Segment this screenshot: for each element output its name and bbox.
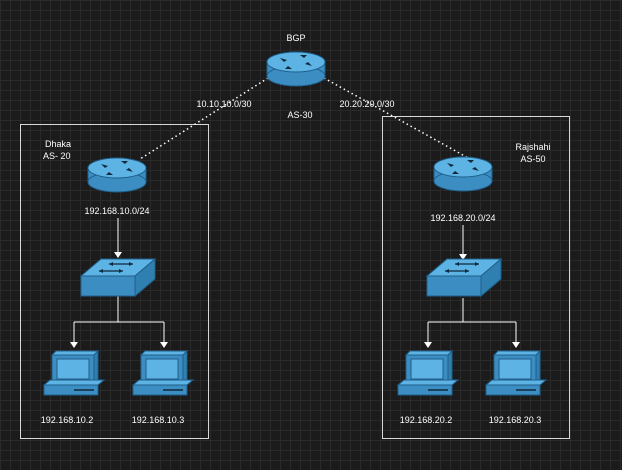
bgp-title: BGP [286, 33, 305, 43]
dhaka-as-label: AS- 20 [43, 151, 71, 161]
rajshahi-pc2-arrow [512, 342, 520, 348]
dhaka-pc1-arrow [70, 342, 78, 348]
dhaka-router-icon[interactable] [87, 157, 147, 193]
rajshahi-switch-icon[interactable] [426, 258, 502, 297]
bgp-link-right[interactable] [323, 77, 471, 160]
dhaka-router-switch-arrow [114, 252, 122, 258]
bgp-as-label: AS-30 [287, 110, 312, 120]
left-link-subnet: 10.10.10.0/30 [196, 99, 251, 109]
rajshahi-site-boundary [382, 116, 570, 439]
rajshahi-pc2-icon[interactable] [485, 350, 547, 396]
dhaka-switch-icon[interactable] [80, 258, 156, 297]
rajshahi-as-label: AS-50 [520, 154, 545, 164]
dhaka-switch-pc-links[interactable] [73, 296, 165, 344]
dhaka-pc1-ip: 192.168.10.2 [41, 415, 94, 425]
rajshahi-router-icon[interactable] [433, 156, 493, 192]
rajshahi-lan-subnet: 192.168.20.0/24 [430, 213, 495, 223]
rajshahi-router-switch-arrow [459, 254, 467, 260]
dhaka-pc2-icon[interactable] [132, 350, 194, 396]
right-link-subnet: 20.20.20.0/30 [339, 99, 394, 109]
dhaka-pc2-arrow [160, 342, 168, 348]
rajshahi-site-name: Rajshahi [515, 142, 550, 152]
dhaka-lan-subnet: 192.168.10.0/24 [84, 206, 149, 216]
rajshahi-pc1-ip: 192.168.20.2 [400, 415, 453, 425]
dhaka-site-boundary [20, 124, 209, 439]
dhaka-site-name: Dhaka [45, 139, 71, 149]
rajshahi-switch-pc-links[interactable] [427, 298, 517, 344]
dhaka-pc2-ip: 192.168.10.3 [132, 415, 185, 425]
bgp-router-icon[interactable] [266, 51, 326, 87]
rajshahi-pc1-icon[interactable] [397, 350, 459, 396]
dhaka-pc1-icon[interactable] [43, 350, 105, 396]
rajshahi-pc2-ip: 192.168.20.3 [489, 415, 542, 425]
bgp-link-left[interactable] [139, 77, 269, 160]
rajshahi-pc1-arrow [424, 342, 432, 348]
